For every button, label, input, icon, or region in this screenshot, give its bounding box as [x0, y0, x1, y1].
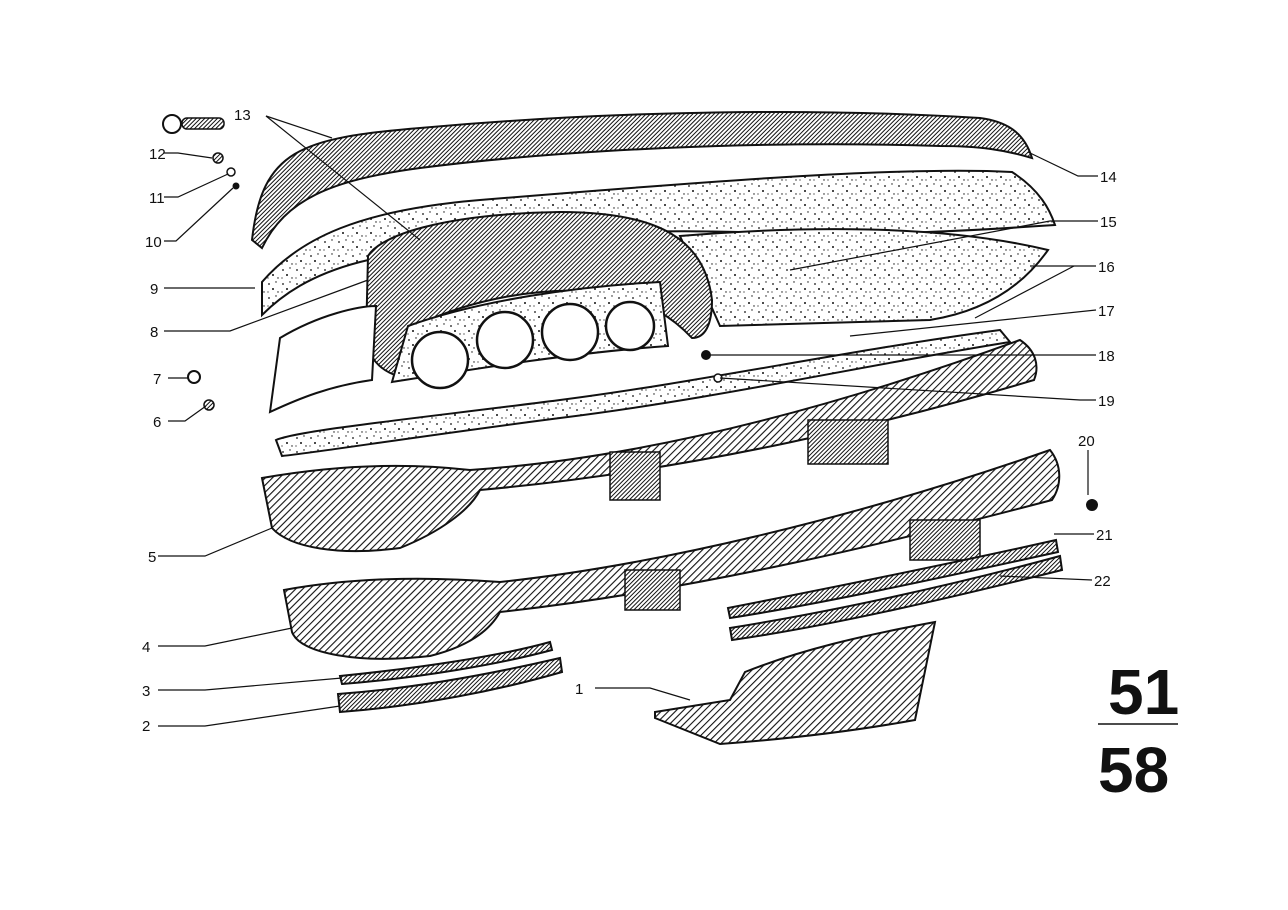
callout-7: 7: [153, 371, 161, 388]
leader-22: [999, 575, 1093, 581]
clip-7: [187, 370, 201, 384]
leader-4: [158, 627, 293, 647]
callout-20: 20: [1078, 433, 1095, 450]
right-trim-strips: [726, 538, 1064, 642]
lower-bracket: [654, 620, 937, 746]
group-number-top: 51: [1108, 656, 1179, 728]
callout-14: 14: [1100, 169, 1117, 186]
leader-6: [168, 405, 207, 422]
callout-9: 9: [150, 281, 158, 298]
leader-19: [719, 377, 1096, 401]
right-dash-insert: [678, 228, 1050, 328]
callout-22: 22: [1094, 573, 1111, 590]
leader-3: [158, 677, 343, 691]
instrument-cluster: [390, 280, 670, 390]
callout-17: 17: [1098, 303, 1115, 320]
top-crash-pad: [250, 111, 1034, 250]
leader-8: [164, 279, 369, 332]
callout-2: 2: [142, 718, 150, 735]
callout-15: 15: [1100, 214, 1117, 231]
screw-10: [232, 182, 240, 190]
fasteners: [162, 114, 1098, 511]
callout-labels: 1 2 3 4 5 6 7 8 9 10 11 12 13 14 15 16 1…: [142, 107, 1117, 735]
callout-5: 5: [148, 549, 156, 566]
bolt-20: [1086, 499, 1098, 511]
leader-16b: [974, 265, 1075, 319]
group-number-bottom: 58: [1098, 734, 1169, 806]
callout-16: 16: [1098, 259, 1115, 276]
callout-13: 13: [234, 107, 251, 124]
leader-1: [595, 687, 691, 701]
callout-18: 18: [1098, 348, 1115, 365]
leader-11: [164, 173, 229, 198]
leader-13a: [265, 115, 333, 139]
knob-18: [701, 350, 711, 360]
group-number: 51 58: [1098, 656, 1179, 806]
keyhole-bracket: [162, 114, 225, 134]
leader-14: [1027, 151, 1098, 177]
screw-6: [203, 399, 215, 411]
callout-11: 11: [149, 190, 165, 207]
leader-15: [789, 220, 1098, 271]
callout-10: 10: [145, 234, 162, 251]
lower-bumper-bar: [282, 448, 1061, 660]
left-trim-strips: [336, 640, 564, 714]
callout-1: 1: [575, 681, 583, 698]
callout-3: 3: [142, 683, 150, 700]
lower-dash-rail: [274, 328, 1012, 458]
callout-6: 6: [153, 414, 161, 431]
callout-12: 12: [149, 146, 166, 163]
lower-dash-fascia: [268, 304, 378, 414]
washer-11: [226, 167, 236, 177]
callout-8: 8: [150, 324, 158, 341]
callout-21: 21: [1096, 527, 1113, 544]
leader-lines: [158, 115, 1098, 727]
upper-bumper-bar: [260, 338, 1038, 553]
leader-13b: [265, 115, 421, 241]
nut-12: [212, 152, 224, 164]
callout-4: 4: [142, 639, 150, 656]
leader-10: [164, 187, 234, 242]
callout-19: 19: [1098, 393, 1115, 410]
leader-12: [164, 152, 213, 159]
leader-5: [158, 527, 273, 557]
leader-17: [849, 309, 1097, 337]
leader-2: [158, 705, 341, 727]
